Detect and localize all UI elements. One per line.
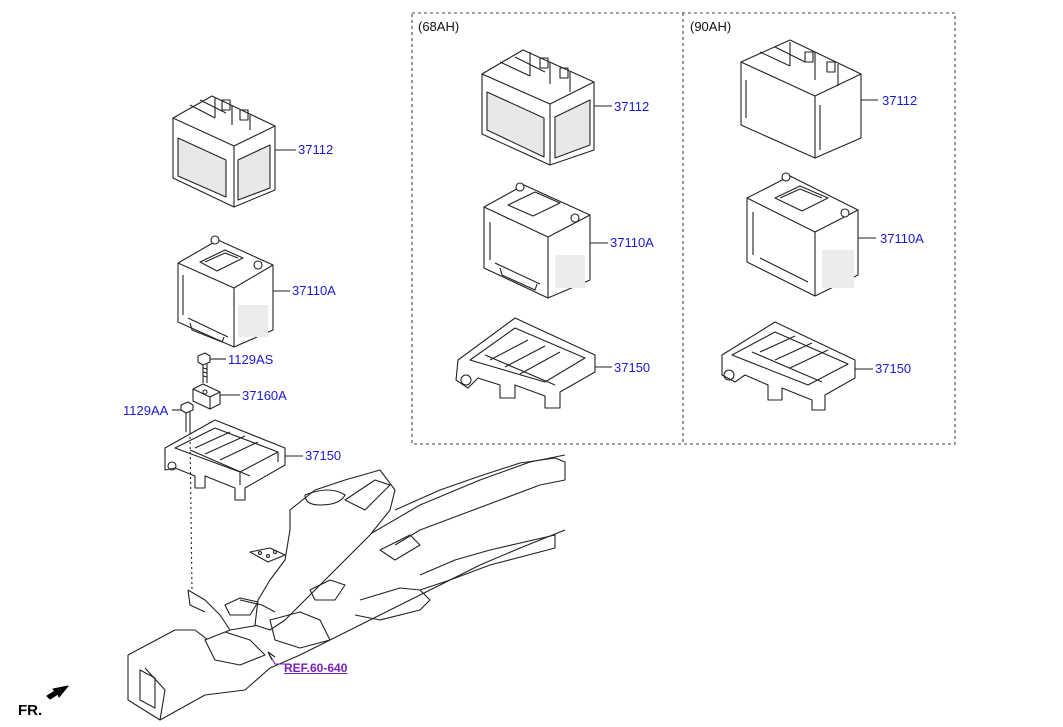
battery-68 (483, 182, 591, 299)
label-tray-68ah[interactable]: 37150 (614, 360, 651, 375)
bolt-top (197, 352, 211, 383)
label-tray-cover-68ah[interactable]: 37112 (614, 99, 650, 114)
front-indicator: FR. (18, 702, 43, 719)
tray-cover-main (172, 95, 276, 208)
label-tray-cover-90ah[interactable]: 37112 (882, 93, 918, 108)
label-battery-90ah[interactable]: 37110A (880, 231, 924, 246)
tray-90 (721, 321, 856, 411)
reference-link[interactable]: REF.60-640 (284, 661, 348, 675)
tray-cover-90 (740, 39, 862, 159)
chassis-frame (127, 454, 566, 721)
bracket (192, 383, 221, 410)
label-battery-main[interactable]: 37110A (292, 283, 336, 298)
tray-cover-68 (481, 49, 595, 166)
label-battery-68ah[interactable]: 37110A (610, 235, 654, 250)
label-bolt-side[interactable]: 1129AA (123, 403, 169, 418)
label-tray-90ah[interactable]: 37150 (875, 361, 912, 376)
label-bolt-top[interactable]: 1129AS (228, 352, 274, 367)
label-tray-main[interactable]: 37150 (305, 448, 342, 463)
battery-main (177, 235, 274, 348)
tray-main (164, 419, 286, 501)
arrow-icon (46, 685, 69, 700)
variant-header-90ah: (90AH) (690, 19, 732, 34)
bolt-side (180, 401, 194, 432)
label-bracket[interactable]: 37160A (242, 388, 287, 403)
variant-header-68ah: (68AH) (418, 19, 460, 34)
tray-68 (455, 317, 596, 409)
battery-90 (746, 172, 859, 297)
variant-box (411, 12, 956, 445)
label-tray-cover-main[interactable]: 37112 (298, 142, 334, 157)
